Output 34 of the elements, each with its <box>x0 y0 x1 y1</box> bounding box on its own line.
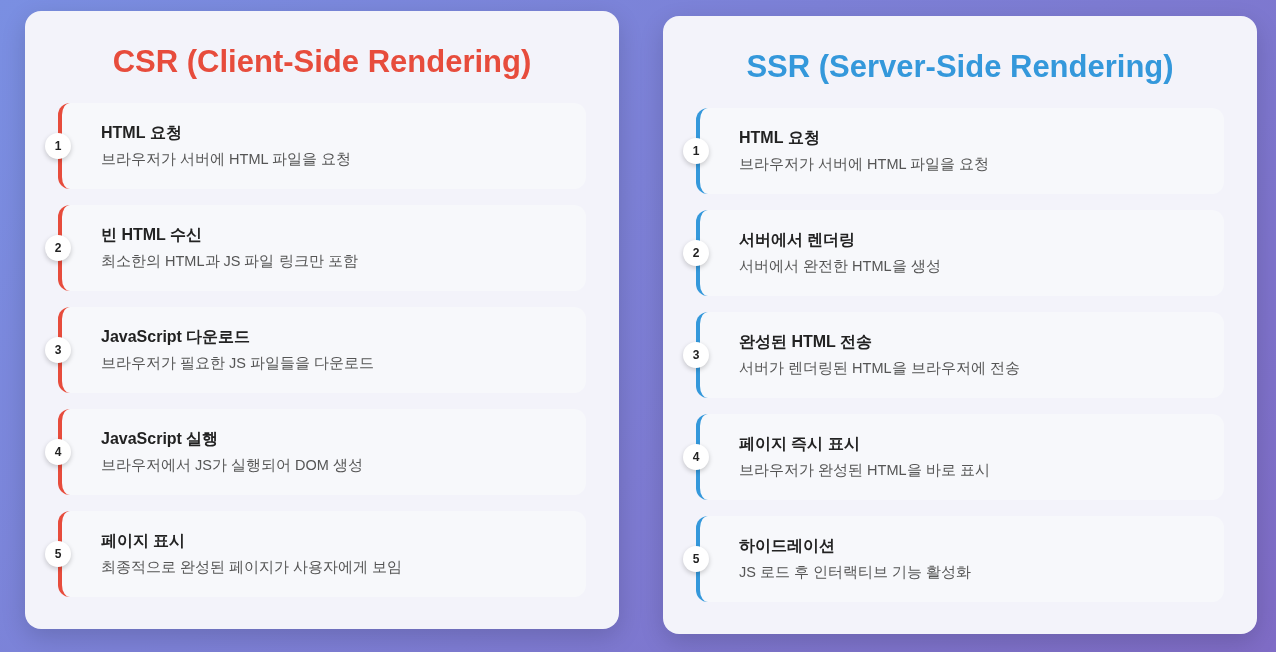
step-title: 완성된 HTML 전송 <box>739 332 873 352</box>
step-description: 브라우저가 완성된 HTML을 바로 표시 <box>739 461 990 480</box>
step-title: 빈 HTML 수신 <box>101 225 203 245</box>
step-description: JS 로드 후 인터랙티브 기능 활성화 <box>739 563 972 582</box>
step-description: 브라우저가 서버에 HTML 파일을 요청 <box>739 155 990 174</box>
step-number: 4 <box>45 439 71 465</box>
step-title: 하이드레이션 <box>739 536 835 556</box>
step-number: 4 <box>683 444 709 470</box>
step-number: 3 <box>45 337 71 363</box>
step-description: 브라우저에서 JS가 실행되어 DOM 생성 <box>101 456 363 475</box>
panel-title: CSR (Client-Side Rendering) <box>112 43 532 81</box>
step-title: 페이지 표시 <box>101 531 186 551</box>
step-title: HTML 요청 <box>739 128 820 148</box>
step-title: HTML 요청 <box>101 123 182 143</box>
step-title: 페이지 즉시 표시 <box>739 434 860 454</box>
step-title: JavaScript 실행 <box>101 429 219 449</box>
panel-card <box>25 11 619 629</box>
step-description: 서버에서 완전한 HTML을 생성 <box>739 257 941 276</box>
step-number: 1 <box>45 133 71 159</box>
step-number: 2 <box>45 235 71 261</box>
step-number: 1 <box>683 138 709 164</box>
step-number: 5 <box>45 541 71 567</box>
step-description: 최소한의 HTML과 JS 파일 링크만 포함 <box>101 252 358 271</box>
step-number: 3 <box>683 342 709 368</box>
step-description: 브라우저가 필요한 JS 파일들을 다운로드 <box>101 354 375 373</box>
step-title: 서버에서 렌더링 <box>739 230 856 250</box>
panel-card <box>663 16 1257 634</box>
step-description: 최종적으로 완성된 페이지가 사용자에게 보임 <box>101 558 403 577</box>
step-title: JavaScript 다운로드 <box>101 327 251 347</box>
step-number: 5 <box>683 546 709 572</box>
step-description: 서버가 렌더링된 HTML을 브라우저에 전송 <box>739 359 1020 378</box>
step-number: 2 <box>683 240 709 266</box>
step-description: 브라우저가 서버에 HTML 파일을 요청 <box>101 150 352 169</box>
panel-title: SSR (Server-Side Rendering) <box>746 48 1174 86</box>
